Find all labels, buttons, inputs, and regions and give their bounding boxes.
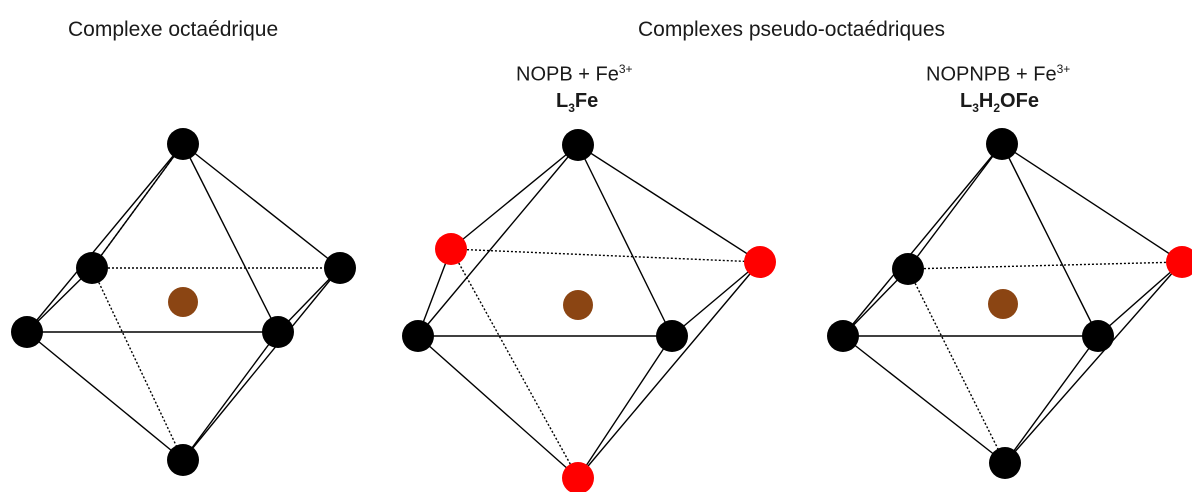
- vertex-c-front-left: [827, 320, 859, 352]
- complex-b-ligand: NOPB: [516, 63, 573, 86]
- vertex-b-front-left: [402, 320, 434, 352]
- metal-center-a: [168, 287, 198, 317]
- complex-c-formula-part: L: [960, 90, 973, 112]
- vertex-b-top: [562, 129, 594, 161]
- metal-center-c: [988, 289, 1018, 319]
- title-octahedral: Complexe octaédrique: [68, 18, 279, 41]
- complex-c-formula-part: OFe: [1000, 90, 1039, 112]
- complex-b-metal: Fe: [595, 63, 619, 86]
- complex-c-formula-part: H: [978, 90, 994, 112]
- vertex-b-back-left-red: [435, 233, 467, 265]
- vertex-c-bottom: [989, 447, 1021, 479]
- vertices-a: [11, 128, 356, 476]
- complex-b-formula: L3Fe: [556, 90, 598, 115]
- vertex-a-top: [167, 128, 199, 160]
- vertex-b-back-right-red: [744, 246, 776, 278]
- octahedron-b: [417, 144, 761, 479]
- vertices-c: [827, 128, 1192, 479]
- octahedron-c: [842, 143, 1183, 464]
- vertex-b-front-right: [656, 320, 688, 352]
- complex-b-formula-part: L: [556, 90, 569, 112]
- title-pseudo-octahedral: Complexes pseudo-octaédriques: [638, 18, 946, 41]
- complex-c-reaction: NOPNPB + Fe3+: [926, 62, 1070, 87]
- octahedron-a: [26, 143, 341, 461]
- complex-c-ligand: NOPNPB: [926, 63, 1011, 86]
- complex-c-formula-sub: 2: [993, 101, 1001, 115]
- vertex-a-front-right: [262, 316, 294, 348]
- complex-b-plus: +: [578, 63, 590, 86]
- complex-b-formula-part: Fe: [574, 90, 599, 112]
- complex-b-charge: 3+: [618, 62, 633, 76]
- vertex-c-back-right-red: [1166, 246, 1192, 278]
- vertex-b-bottom-red: [562, 462, 594, 492]
- complex-b-formula-sub: 3: [568, 101, 575, 115]
- vertex-a-back-right: [324, 252, 356, 284]
- vertex-c-front-right: [1082, 320, 1114, 352]
- complex-c-metal: Fe: [1033, 63, 1057, 86]
- complex-b-reaction: NOPB + Fe3+: [516, 62, 633, 87]
- complex-c-formula-sub: 3: [972, 101, 979, 115]
- complex-c-formula: L3H2OFe: [960, 90, 1039, 115]
- complex-c-plus: +: [1016, 63, 1028, 86]
- vertex-c-back-left: [892, 253, 924, 285]
- vertex-c-top: [986, 128, 1018, 160]
- metal-center-b: [563, 290, 593, 320]
- vertex-a-front-left: [11, 316, 43, 348]
- vertices-b: [402, 129, 776, 492]
- vertex-a-back-left: [76, 252, 108, 284]
- complex-c-charge: 3+: [1056, 62, 1071, 76]
- vertex-a-bottom: [167, 444, 199, 476]
